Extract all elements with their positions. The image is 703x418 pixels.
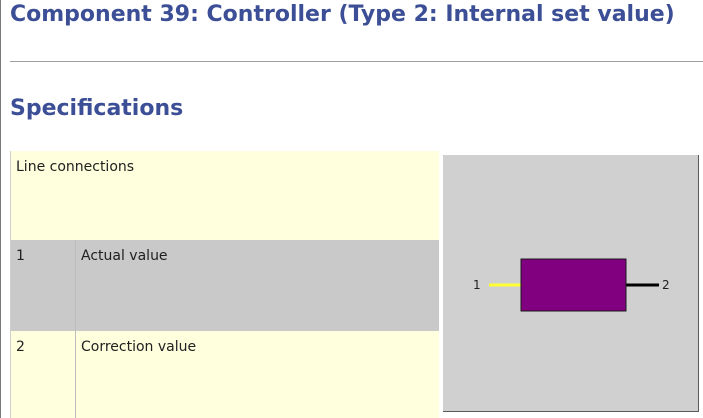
- controller-block: [520, 258, 627, 312]
- connection-number: 2: [16, 339, 25, 355]
- page-title: Component 39: Controller (Type 2: Intern…: [10, 2, 675, 27]
- connection-name: Correction value: [81, 339, 197, 355]
- column-divider: [75, 240, 76, 331]
- specifications-table: Line connections 1 Actual value 2 Correc…: [10, 151, 440, 418]
- table-header-row: Line connections: [11, 151, 440, 240]
- component-diagram: 1 2: [443, 155, 699, 412]
- table-header-line-connections: Line connections: [16, 159, 135, 175]
- column-divider: [75, 331, 76, 418]
- table-row: 1 Actual value: [11, 240, 440, 331]
- connection-number: 1: [16, 248, 25, 264]
- port-label-output: 2: [662, 278, 670, 292]
- controller-symbol: 1 2: [473, 258, 670, 312]
- section-title-specifications: Specifications: [10, 96, 184, 121]
- connection-name: Actual value: [81, 248, 168, 264]
- port-label-input: 1: [473, 278, 481, 292]
- table-row: 2 Correction value: [11, 331, 440, 418]
- horizontal-divider: [10, 61, 703, 62]
